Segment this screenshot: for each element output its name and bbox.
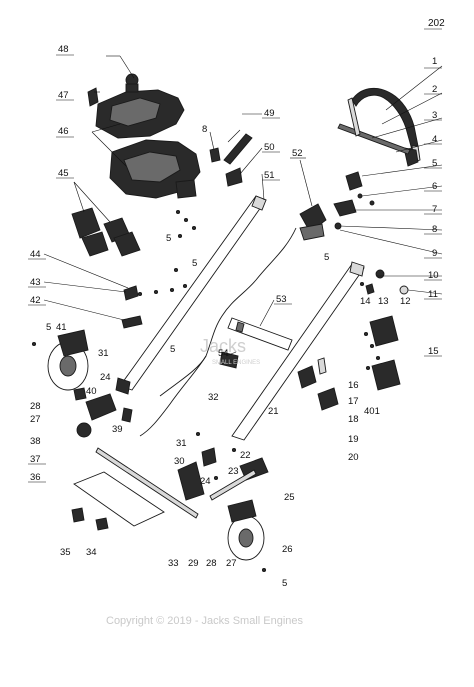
callout-12: 12 xyxy=(400,296,411,307)
callout-6: 6 xyxy=(432,181,437,192)
callout-8: 8 xyxy=(432,224,437,235)
callout-54: 54 xyxy=(218,348,229,359)
left-axle-gear-part xyxy=(73,387,117,438)
callout-47: 47 xyxy=(58,90,69,101)
callout-24-a: 24 xyxy=(100,372,111,383)
callout-19: 19 xyxy=(348,434,359,445)
callout-13: 13 xyxy=(378,296,389,307)
right-rear-wheel-part xyxy=(227,499,265,561)
copyright-text: Copyright © 2019 - Jacks Small Engines xyxy=(106,615,304,627)
watermark-sub: SMALL ENGINES xyxy=(212,360,260,366)
fastener-parts xyxy=(137,209,381,573)
right-handle-tube-part xyxy=(231,261,365,441)
callout-52: 52 xyxy=(292,148,303,159)
callout-31-b: 31 xyxy=(176,438,187,449)
callout-35: 35 xyxy=(60,547,71,558)
callout-33: 33 xyxy=(168,558,179,569)
catcher-frame-part xyxy=(227,317,293,351)
callout-5-d: 5 xyxy=(324,252,329,263)
callout-4: 4 xyxy=(432,134,437,145)
right-gear-assembly-part xyxy=(369,315,401,391)
height-adjust-parts xyxy=(121,351,239,423)
callout-5-a: 5 xyxy=(432,158,437,169)
left-rear-wheel-part xyxy=(47,329,89,391)
callout-5-b: 5 xyxy=(166,233,171,244)
callout-29: 29 xyxy=(188,558,199,569)
callout-5-c: 5 xyxy=(192,258,197,269)
callout-51: 51 xyxy=(264,170,275,181)
callout-10: 10 xyxy=(428,270,439,281)
callout-17: 17 xyxy=(348,396,359,407)
callout-46: 46 xyxy=(58,126,69,137)
motor-housing-bottom-part xyxy=(109,139,201,199)
callout-7: 7 xyxy=(432,204,437,215)
callout-31-a: 31 xyxy=(98,348,109,359)
callout-27-b: 27 xyxy=(226,558,237,569)
motor-housing-top-part xyxy=(87,73,185,139)
left-handle-tube-part xyxy=(115,195,267,395)
deck-bracket-part xyxy=(71,471,165,531)
bail-lever-part xyxy=(337,97,411,155)
handle-clamp-parts xyxy=(333,171,375,230)
callout-20: 20 xyxy=(348,452,359,463)
callout-leaders xyxy=(43,55,443,357)
callout-23: 23 xyxy=(228,466,239,477)
callout-28-a: 28 xyxy=(30,401,41,412)
callout-401: 401 xyxy=(364,406,380,417)
callout-18: 18 xyxy=(348,414,359,425)
callout-11: 11 xyxy=(428,289,438,300)
callout-1: 1 xyxy=(432,56,437,67)
callout-15: 15 xyxy=(428,346,439,357)
callout-24-b: 24 xyxy=(200,476,211,487)
handle-knob-parts xyxy=(365,269,409,295)
right-axle-small-parts xyxy=(297,357,339,411)
callout-37: 37 xyxy=(30,454,41,465)
right-height-bracket-parts xyxy=(177,447,269,501)
switch-lever-part xyxy=(209,133,253,187)
callout-34: 34 xyxy=(86,547,97,558)
watermark: Jacks xyxy=(200,336,246,356)
callout-25: 25 xyxy=(284,492,295,503)
callout-26: 26 xyxy=(282,544,293,555)
callout-3: 3 xyxy=(432,110,437,121)
callout-44: 44 xyxy=(30,249,41,260)
callout-30: 30 xyxy=(174,456,185,467)
switch-box-part xyxy=(299,203,327,241)
callout-21: 21 xyxy=(268,406,279,417)
callout-39: 39 xyxy=(112,424,123,435)
callout-50: 50 xyxy=(264,142,275,153)
callout-42: 42 xyxy=(30,295,41,306)
callout-45: 45 xyxy=(58,168,69,179)
power-cable-part xyxy=(139,227,297,437)
callout-43: 43 xyxy=(30,277,41,288)
page-number: 202 xyxy=(428,18,445,29)
callout-41: 41 xyxy=(56,322,67,333)
callout-5-f: 5 xyxy=(170,344,175,355)
callout-40: 40 xyxy=(86,386,97,397)
callout-36: 36 xyxy=(30,472,41,483)
callout-labels: 1 2 3 4 5 5 5 5 5 5 5 6 7 8 9 10 11 12 1… xyxy=(30,44,439,589)
callout-14: 14 xyxy=(360,296,371,307)
callout-2: 2 xyxy=(432,84,437,95)
callout-38: 38 xyxy=(30,436,41,447)
callout-5-e: 5 xyxy=(46,322,51,333)
callout-8: 8 xyxy=(202,124,207,135)
callout-53: 53 xyxy=(276,294,287,305)
callout-underlines xyxy=(28,54,442,483)
callout-5-g: 5 xyxy=(282,578,287,589)
callout-49: 49 xyxy=(264,108,275,119)
callout-28-b: 28 xyxy=(206,558,217,569)
left-bracket-small-parts xyxy=(31,285,143,347)
callout-48: 48 xyxy=(58,44,69,55)
callout-27-a: 27 xyxy=(30,414,41,425)
side-bracket-parts xyxy=(71,207,141,257)
callout-9: 9 xyxy=(432,248,437,259)
rear-axle-part xyxy=(95,447,199,519)
callout-32: 32 xyxy=(208,392,219,403)
callout-22: 22 xyxy=(240,450,251,461)
callout-16: 16 xyxy=(348,380,359,391)
